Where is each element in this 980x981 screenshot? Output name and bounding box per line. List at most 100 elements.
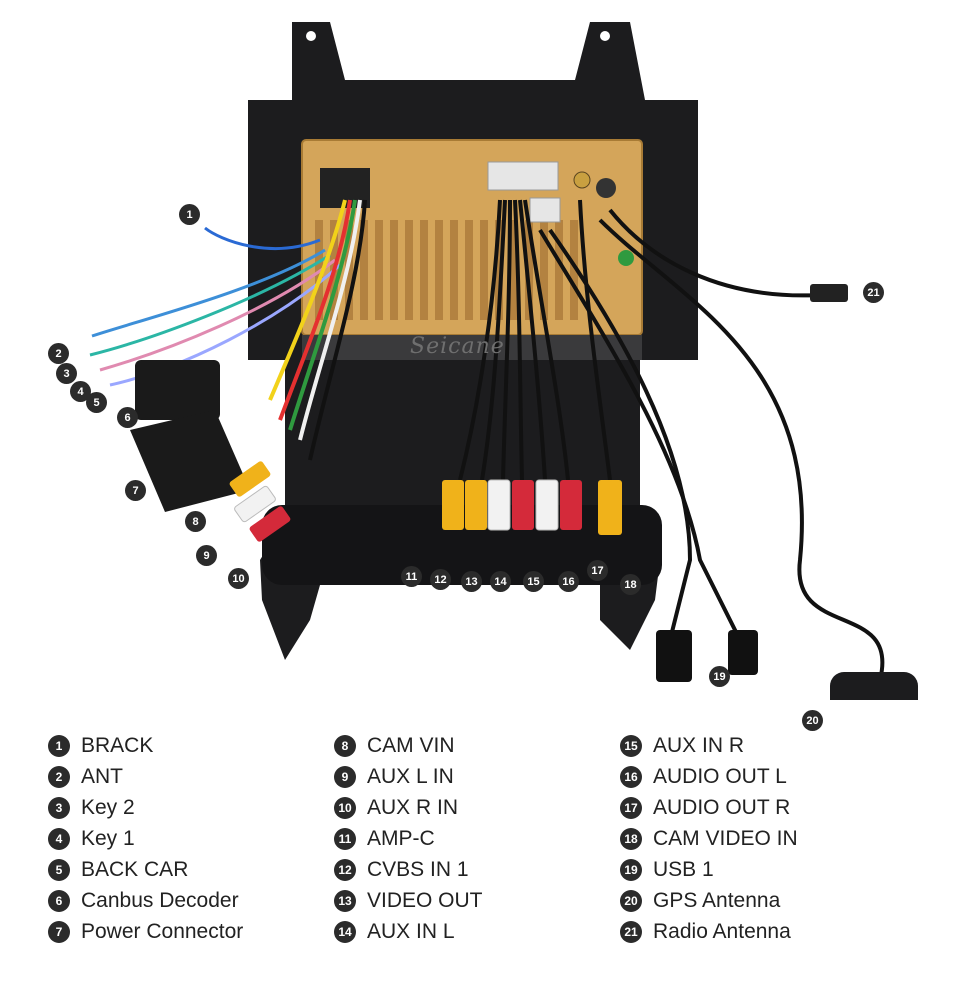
legend-number: 6	[48, 889, 70, 912]
legend-item: 18 CAM VIDEO IN	[620, 823, 798, 854]
legend-number: 2	[48, 765, 70, 788]
legend-number: 3	[48, 796, 70, 819]
legend-item: 14 AUX IN L	[334, 916, 483, 947]
callout-7: 7	[125, 480, 146, 501]
legend-label: GPS Antenna	[653, 888, 781, 912]
callout-4: 4	[70, 381, 91, 402]
legend-number: 9	[334, 765, 356, 788]
power-connector	[130, 410, 250, 512]
brand-watermark: Seicane	[410, 334, 505, 359]
callout-17: 17	[587, 560, 608, 581]
legend-label: AMP-C	[367, 826, 435, 850]
legend-number: 13	[334, 889, 356, 912]
legend-column-1: 1 BRACK 2 ANT 3 Key 2 4 Key 1 5 BACK CAR 6 Can…	[48, 730, 243, 947]
usb-plug-2	[728, 630, 758, 675]
rca-wires	[458, 199, 885, 681]
legend-item: 9 AUX L IN	[334, 761, 483, 792]
legend-number: 4	[48, 827, 70, 850]
legend-label: AUX R IN	[367, 795, 459, 819]
legend-item: 19 USB 1	[620, 854, 798, 885]
callout-20: 20	[802, 710, 823, 731]
legend-number: 12	[334, 858, 356, 881]
legend-item: 20 GPS Antenna	[620, 885, 798, 916]
legend-label: AUX L IN	[367, 764, 454, 788]
callout-11: 11	[401, 566, 422, 587]
legend-number: 11	[334, 827, 356, 850]
legend-item: 6 Canbus Decoder	[48, 885, 243, 916]
callout-3: 3	[56, 363, 77, 384]
callout-18: 18	[620, 574, 641, 595]
callout-9: 9	[196, 545, 217, 566]
legend-label: CAM VIN	[367, 733, 455, 757]
legend-label: AUDIO OUT R	[653, 795, 791, 819]
radio-antenna-connector	[810, 284, 848, 302]
legend-number: 1	[48, 734, 70, 757]
callout-6: 6	[117, 407, 138, 428]
legend-item: 4 Key 1	[48, 823, 243, 854]
callout-13: 13	[461, 571, 482, 592]
legend-number: 15	[620, 734, 642, 757]
legend-item: 12 CVBS IN 1	[334, 854, 483, 885]
legend-label: BACK CAR	[81, 857, 189, 881]
legend-item: 15 AUX IN R	[620, 730, 798, 761]
legend-label: Canbus Decoder	[81, 888, 239, 912]
usb-plug	[656, 630, 692, 682]
legend-item: 5 BACK CAR	[48, 854, 243, 885]
legend-label: Key 1	[81, 826, 135, 850]
legend-item: 3 Key 2	[48, 792, 243, 823]
callout-12: 12	[430, 569, 451, 590]
legend-item: 13 VIDEO OUT	[334, 885, 483, 916]
callout-2: 2	[48, 343, 69, 364]
wiring-illustration	[89, 22, 918, 750]
legend-number: 16	[620, 765, 642, 788]
legend-item: 1 BRACK	[48, 730, 243, 761]
callout-1: 1	[179, 204, 200, 225]
callout-10: 10	[228, 568, 249, 589]
callout-5: 5	[86, 392, 107, 413]
callout-14: 14	[490, 571, 511, 592]
legend-label: Key 2	[81, 795, 135, 819]
legend-label: CAM VIDEO IN	[653, 826, 798, 850]
legend-item: 2 ANT	[48, 761, 243, 792]
legend-column-2: 8 CAM VIN 9 AUX L IN 10 AUX R IN 11 AMP-C 12…	[334, 730, 483, 947]
callout-16: 16	[558, 571, 579, 592]
legend-number: 21	[620, 920, 642, 943]
callout-21: 21	[863, 282, 884, 303]
legend-number: 10	[334, 796, 356, 819]
legend-item: 16 AUDIO OUT L	[620, 761, 798, 792]
legend-number: 8	[334, 734, 356, 757]
legend-label: AUX IN L	[367, 919, 455, 943]
legend-item: 8 CAM VIN	[334, 730, 483, 761]
legend-item: 10 AUX R IN	[334, 792, 483, 823]
gps-antenna-puck	[830, 672, 918, 750]
legend-number: 18	[620, 827, 642, 850]
legend-number: 19	[620, 858, 642, 881]
legend-label: AUDIO OUT L	[653, 764, 787, 788]
legend-item: 17 AUDIO OUT R	[620, 792, 798, 823]
legend-number: 7	[48, 920, 70, 943]
rca-plugs-left	[229, 461, 291, 542]
legend-label: ANT	[81, 764, 123, 788]
rca-plugs	[442, 479, 622, 535]
legend-label: AUX IN R	[653, 733, 745, 757]
callout-19: 19	[709, 666, 730, 687]
legend-label: BRACK	[81, 733, 154, 757]
canbus-decoder	[135, 360, 220, 420]
legend-item: 21 Radio Antenna	[620, 916, 798, 947]
legend-label: VIDEO OUT	[367, 888, 483, 912]
legend-label: Radio Antenna	[653, 919, 791, 943]
legend-label: Power Connector	[81, 919, 244, 943]
harness-wires	[89, 199, 367, 461]
callout-8: 8	[185, 511, 206, 532]
legend-item: 7 Power Connector	[48, 916, 243, 947]
legend-number: 14	[334, 920, 356, 943]
legend-label: USB 1	[653, 857, 714, 881]
legend-column-3: 15 AUX IN R 16 AUDIO OUT L 17 AUDIO OUT R 1…	[620, 730, 798, 947]
legend-number: 20	[620, 889, 642, 912]
callout-15: 15	[523, 571, 544, 592]
legend-item: 11 AMP-C	[334, 823, 483, 854]
wiring-diagram: Seicane	[89, 22, 918, 750]
legend-number: 5	[48, 858, 70, 881]
legend-number: 17	[620, 796, 642, 819]
legend-label: CVBS IN 1	[367, 857, 469, 881]
